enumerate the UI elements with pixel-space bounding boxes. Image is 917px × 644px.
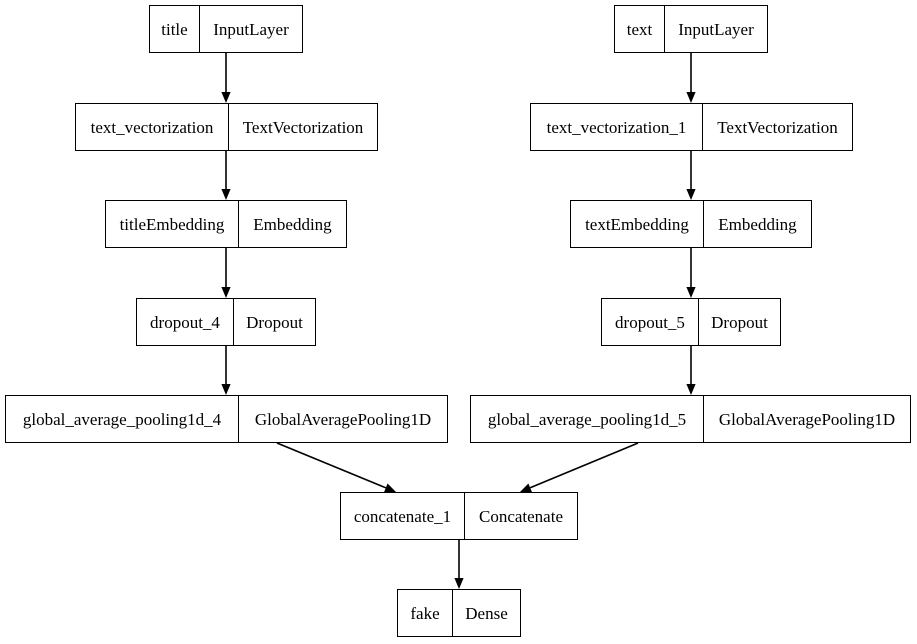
edge-titleemb-to-dropout4: [221, 248, 231, 298]
layer-type-textEmbedding: Embedding: [718, 214, 797, 234]
layer-type-global_average_pooling1d_4: GlobalAveragePooling1D: [254, 409, 432, 429]
layer-name-titleEmbedding: titleEmbedding: [106, 201, 239, 247]
layer-node-concatenate_1[interactable]: concatenate_1 Concatenate: [340, 492, 578, 540]
edge-gap5-to-concat: [520, 442, 639, 493]
layer-name-textEmbedding: textEmbedding: [571, 201, 704, 247]
layer-name-text_vectorization: text_vectorization: [76, 104, 229, 150]
layer-node-dropout_4[interactable]: dropout_4 Dropout: [136, 298, 316, 346]
layer-name-fake: fake: [398, 590, 453, 636]
layer-name-text_input: text: [615, 6, 665, 52]
layer-type-text_vectorization_1: TextVectorization: [717, 117, 838, 137]
layer-node-text_vectorization_1[interactable]: text_vectorization_1 TextVectorization: [530, 103, 853, 151]
layer-node-global_average_pooling1d_4[interactable]: global_average_pooling1d_4 GlobalAverageP…: [5, 395, 448, 443]
layer-type-text_input: InputLayer: [678, 19, 754, 39]
layer-node-dropout_5[interactable]: dropout_5 Dropout: [601, 298, 781, 346]
layer-type-fake: Dense: [465, 603, 508, 623]
edge-title-to-textvec: [221, 53, 231, 103]
layer-node-titleEmbedding[interactable]: titleEmbedding Embedding: [105, 200, 347, 248]
layer-type-title_input: InputLayer: [213, 19, 289, 39]
layer-node-textEmbedding[interactable]: textEmbedding Embedding: [570, 200, 812, 248]
layer-type-dropout_4: Dropout: [246, 312, 303, 332]
edge-textvec1-to-textemb: [686, 151, 696, 200]
layer-name-text_vectorization_1: text_vectorization_1: [531, 104, 703, 150]
edge-gap4-to-concat: [276, 442, 396, 493]
layer-node-text_vectorization[interactable]: text_vectorization TextVectorization: [75, 103, 378, 151]
layer-node-global_average_pooling1d_5[interactable]: global_average_pooling1d_5 GlobalAverageP…: [470, 395, 911, 443]
edge-textemb-to-dropout5: [686, 248, 696, 298]
layer-node-fake[interactable]: fake Dense: [397, 589, 521, 637]
layer-name-global_average_pooling1d_5: global_average_pooling1d_5: [471, 396, 704, 442]
layer-type-titleEmbedding: Embedding: [253, 214, 332, 234]
layer-type-dropout_5: Dropout: [711, 312, 768, 332]
layer-type-global_average_pooling1d_5: GlobalAveragePooling1D: [718, 409, 896, 429]
layer-name-title_input: title: [150, 6, 200, 52]
layer-name-global_average_pooling1d_4: global_average_pooling1d_4: [6, 396, 239, 442]
edge-text-to-textvec1: [686, 53, 696, 103]
edge-concat-to-fake: [454, 540, 464, 589]
layer-node-title_input[interactable]: title InputLayer: [149, 5, 303, 53]
layer-name-dropout_4: dropout_4: [137, 299, 234, 345]
layer-name-concatenate_1: concatenate_1: [341, 493, 465, 539]
layer-name-dropout_5: dropout_5: [602, 299, 699, 345]
layer-type-text_vectorization: TextVectorization: [242, 117, 364, 137]
edge-dropout5-to-gap5: [686, 346, 696, 395]
layer-node-text_input[interactable]: text InputLayer: [614, 5, 768, 53]
edge-textvec-to-titleemb: [221, 151, 231, 200]
layer-type-concatenate_1: Concatenate: [478, 506, 563, 526]
edge-dropout4-to-gap4: [221, 346, 231, 395]
